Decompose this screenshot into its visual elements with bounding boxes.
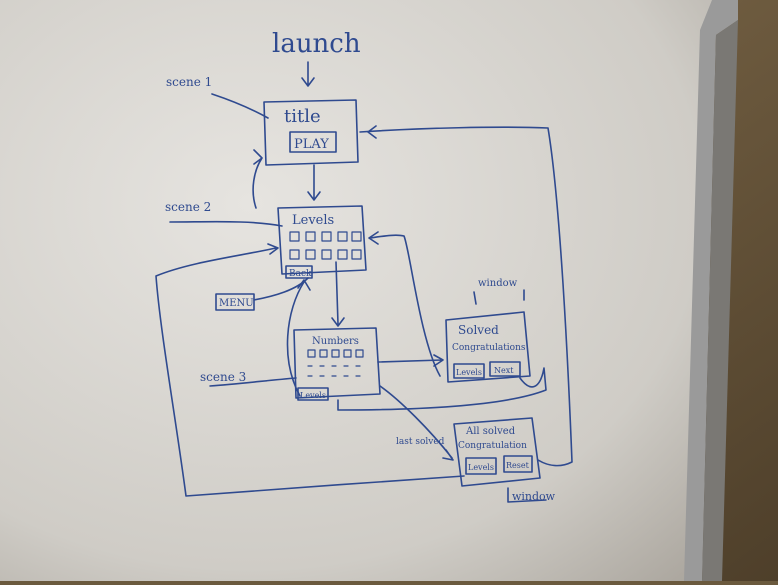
solved-levels-button: Levels (456, 368, 482, 377)
reset-loop-arrow (359, 126, 573, 467)
levels-back-button: Back (289, 269, 312, 279)
levels-heading: Levels (292, 213, 334, 228)
solved-heading: Solved (458, 323, 499, 337)
all-solved-heading: All solved (465, 426, 516, 437)
last-solved-label: last solved (396, 437, 445, 447)
all-solved-reset-button: Reset (506, 461, 530, 470)
numbers-back-button: Levels (300, 391, 326, 400)
scene3-label: scene 3 (200, 370, 246, 384)
levels-loop-arrow (155, 243, 465, 497)
menu-label: MENU (219, 298, 254, 309)
numbers-scene-box: Numbers Levels (293, 327, 381, 401)
whiteboard-surface (0, 0, 716, 581)
all-solved-levels-button: Levels (468, 463, 494, 472)
scene2-label: scene 2 (165, 200, 211, 214)
levels-scene-box: Levels Back (277, 205, 367, 279)
numbers-heading: Numbers (312, 336, 359, 347)
solved-window: Solved Congratulations Levels Next (445, 311, 531, 383)
solved-next-button: Next (494, 366, 514, 375)
all-solved-subheading: Congratulation (458, 441, 527, 451)
board-frame (684, 0, 738, 581)
title-scene-box: title PLAY (263, 99, 359, 166)
launch-text: launch (272, 29, 361, 59)
title-heading: title (284, 106, 321, 127)
solved-window-label: window (478, 278, 518, 289)
all-solved-window: All solved Congratulation Levels Reset (453, 417, 541, 487)
play-button: PLAY (294, 137, 329, 152)
scene1-label: scene 1 (166, 75, 212, 89)
solved-subheading: Congratulations (452, 343, 526, 353)
